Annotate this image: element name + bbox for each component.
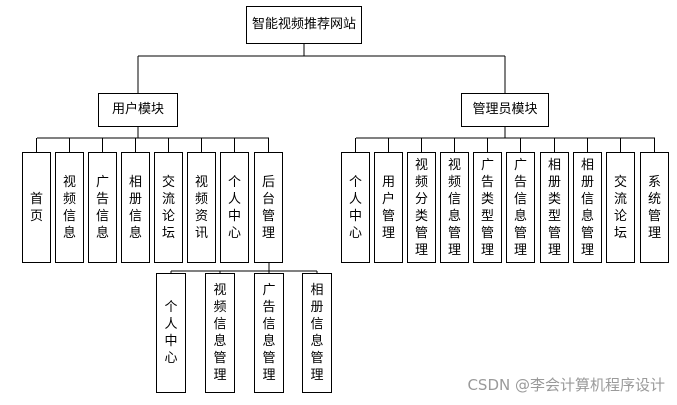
admin-module-item-label: 视频信息管理 <box>447 157 461 258</box>
user-module-item-2: 广告信息 <box>88 152 117 263</box>
user-module-item-label: 视频资讯 <box>194 174 208 241</box>
user-module-item-label: 后台管理 <box>261 174 275 241</box>
admin-module-item-label: 用户管理 <box>381 174 395 241</box>
admin-module-node: 管理员模块 <box>461 93 549 127</box>
user-module-item-6: 个人中心 <box>220 152 249 263</box>
backend-item-label: 视频信息管理 <box>213 283 227 383</box>
backend-item-label: 相册信息管理 <box>310 283 324 383</box>
user-module-node: 用户模块 <box>98 93 178 127</box>
admin-module-item-1: 用户管理 <box>374 152 403 263</box>
admin-module-item-0: 个人中心 <box>341 152 370 263</box>
user-module-item-5: 视频资讯 <box>187 152 216 263</box>
backend-item-label: 广告信息管理 <box>262 283 276 383</box>
admin-module-item-3: 视频信息管理 <box>440 152 469 263</box>
admin-module-item-label: 相册类型管理 <box>547 157 561 258</box>
backend-item-label: 个人中心 <box>164 300 178 366</box>
user-module-item-7: 后台管理 <box>254 152 283 263</box>
user-module-item-label: 广告信息 <box>95 174 109 241</box>
admin-module-item-label: 交流论坛 <box>613 174 627 241</box>
backend-item-1: 视频信息管理 <box>205 273 235 393</box>
user-module-item-label: 交流论坛 <box>161 174 175 241</box>
user-module-item-0: 首页 <box>22 152 51 263</box>
admin-module-item-6: 相册类型管理 <box>540 152 569 263</box>
watermark: CSDN @李会计算机程序设计 <box>467 376 665 394</box>
root-node: 智能视频推荐网站 <box>246 6 362 44</box>
user-module-item-label: 相册信息 <box>128 174 142 241</box>
admin-module-label: 管理员模块 <box>472 102 538 117</box>
admin-module-item-5: 广告信息管理 <box>506 152 535 263</box>
root-label: 智能视频推荐网站 <box>251 17 356 32</box>
admin-module-item-4: 广告类型管理 <box>473 152 502 263</box>
admin-module-item-2: 视频分类管理 <box>407 152 436 263</box>
admin-module-item-label: 广告类型管理 <box>480 157 494 258</box>
admin-module-item-label: 相册信息管理 <box>580 157 594 258</box>
user-module-item-4: 交流论坛 <box>154 152 183 263</box>
admin-module-item-label: 系统管理 <box>647 174 661 241</box>
user-module-item-1: 视频信息 <box>55 152 84 263</box>
backend-item-0: 个人中心 <box>156 273 186 393</box>
backend-item-3: 相册信息管理 <box>302 273 332 393</box>
admin-module-item-8: 交流论坛 <box>606 152 635 263</box>
user-module-item-label: 视频信息 <box>62 174 76 241</box>
admin-module-item-label: 视频分类管理 <box>414 157 428 258</box>
admin-module-item-7: 相册信息管理 <box>573 152 602 263</box>
admin-module-item-9: 系统管理 <box>640 152 669 263</box>
user-module-label: 用户模块 <box>111 102 164 117</box>
admin-module-item-label: 个人中心 <box>348 174 362 241</box>
user-module-item-label: 个人中心 <box>227 174 241 241</box>
user-module-item-label: 首页 <box>29 191 43 224</box>
admin-module-item-label: 广告信息管理 <box>513 157 527 258</box>
user-module-item-3: 相册信息 <box>121 152 150 263</box>
backend-item-2: 广告信息管理 <box>254 273 284 393</box>
